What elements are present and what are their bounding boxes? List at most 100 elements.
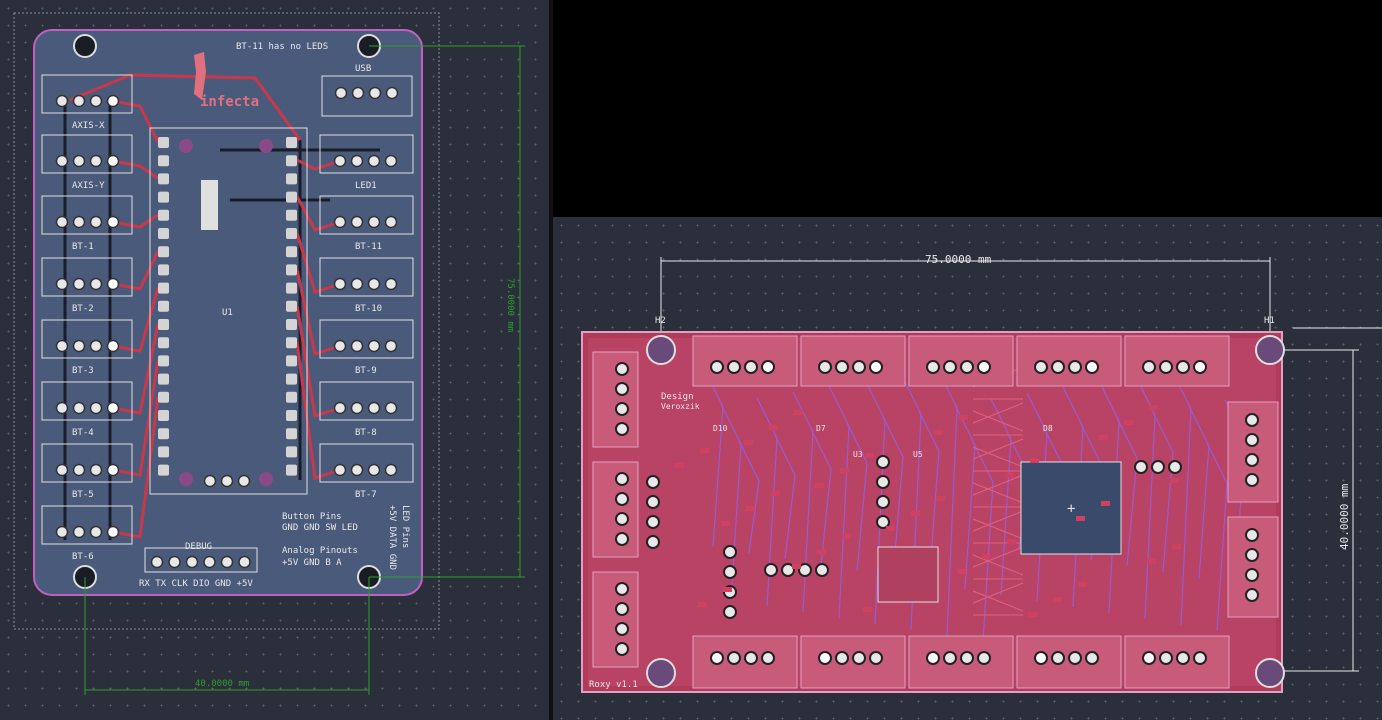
mounting-hole-tl[interactable] xyxy=(73,34,97,58)
connector-pin xyxy=(333,339,347,353)
bus-trace xyxy=(972,510,1024,532)
usb-label: USB xyxy=(355,64,371,74)
smd-component xyxy=(771,491,780,496)
board-name: Roxy v1.1 xyxy=(589,680,638,690)
front-trace xyxy=(112,99,160,143)
connector-pin xyxy=(1245,548,1259,562)
mcu-bottom-pin xyxy=(237,474,251,488)
left-pcb-canvas[interactable]: AXIS-XAXIS-YBT-1BT-2BT-3BT-4BT-5BT-6LED1… xyxy=(0,0,549,720)
connector-pin xyxy=(1034,360,1048,374)
smd-component xyxy=(957,569,966,574)
mcu-pin-left xyxy=(158,264,169,276)
mcu-footprint[interactable] xyxy=(149,127,308,495)
connector-pin xyxy=(333,463,347,477)
connector-pin xyxy=(333,277,347,291)
smd-component xyxy=(936,496,945,501)
mcu-pin-right xyxy=(286,428,297,440)
connector-pin xyxy=(1245,413,1259,427)
hole-bl[interactable] xyxy=(646,658,676,688)
connector-pin xyxy=(869,651,883,665)
connector-left-label: BT-5 xyxy=(72,490,94,500)
connector-right xyxy=(319,134,414,174)
connector-pin xyxy=(710,360,724,374)
connector-pin xyxy=(350,277,364,291)
connector-pin xyxy=(744,360,758,374)
signal-trace xyxy=(846,422,868,572)
connector-pin xyxy=(55,277,69,291)
connector-pin xyxy=(72,277,86,291)
right-pcb-canvas[interactable]: 75.0000 mm 40.0000 mm + H2 H1 Roxy v1.1 … xyxy=(553,217,1382,720)
mcu-qfp[interactable] xyxy=(1020,461,1122,555)
smd-component xyxy=(1099,435,1108,440)
connector-left xyxy=(41,74,133,114)
button-pins-desc: GND GND SW LED xyxy=(282,523,358,533)
connector-right-label: BT-10 xyxy=(355,304,382,314)
led-pins-desc: +5V DATA GND xyxy=(387,505,397,570)
connector-pin xyxy=(761,651,775,665)
connector-right-label: BT-11 xyxy=(355,242,382,252)
connector-pin xyxy=(1245,433,1259,447)
connector-left-label: BT-6 xyxy=(72,552,94,562)
connector-pin xyxy=(367,339,381,353)
smd-component xyxy=(721,521,730,526)
connector-pin xyxy=(72,463,86,477)
header-pin xyxy=(646,495,660,509)
connector-left xyxy=(41,505,133,545)
connector-pin xyxy=(926,360,940,374)
mcu-pin-left xyxy=(158,155,169,167)
front-trace xyxy=(112,323,160,415)
hole-br[interactable] xyxy=(1255,658,1285,688)
connector-pin xyxy=(72,154,86,168)
mcu-mount-hole xyxy=(259,472,273,486)
connector-pin xyxy=(926,651,940,665)
bus-trace xyxy=(972,546,1024,568)
mcu-pin-right xyxy=(286,300,297,312)
header-pin xyxy=(723,565,737,579)
mcu-bottom-pin xyxy=(220,474,234,488)
smd-component xyxy=(746,506,755,511)
header-pin xyxy=(1151,460,1165,474)
board-bounding-box xyxy=(13,12,440,630)
connector-pin xyxy=(55,401,69,415)
connector-pin xyxy=(55,463,69,477)
smd-component xyxy=(1076,516,1085,521)
designator-label: D10 xyxy=(713,424,728,433)
mcu-pin-right xyxy=(286,410,297,421)
connector-pin xyxy=(1142,360,1156,374)
header-pin xyxy=(815,563,829,577)
hole-h2-label: H2 xyxy=(655,316,666,326)
mcu-mount-hole xyxy=(179,472,193,486)
mcu-label: U1 xyxy=(222,308,233,318)
debug-header[interactable] xyxy=(144,547,258,573)
connector-pin xyxy=(106,277,120,291)
mcu-mount-hole xyxy=(259,139,273,153)
bus-trace xyxy=(972,554,1024,576)
connector-pin xyxy=(1245,568,1259,582)
debug-pin xyxy=(185,555,199,569)
hole-h2[interactable] xyxy=(646,335,676,365)
hole-h1[interactable] xyxy=(1255,335,1285,365)
smd-component xyxy=(1028,612,1037,617)
bus-trace xyxy=(972,438,1024,460)
smd-component xyxy=(698,602,707,607)
mcu-pin-left xyxy=(158,282,169,294)
connector-pin xyxy=(384,215,398,229)
connector-pin xyxy=(333,401,347,415)
mcu-pin-right xyxy=(286,209,297,221)
connector-pin xyxy=(1245,528,1259,542)
connector-pin xyxy=(615,622,629,636)
connector-pin xyxy=(89,154,103,168)
connector-pin xyxy=(106,525,120,539)
connector-pin xyxy=(1051,651,1065,665)
mcu-pin-left xyxy=(158,319,169,330)
mcu-pin-left xyxy=(158,191,169,203)
right-pcb-view[interactable]: 75.0000 mm 40.0000 mm + H2 H1 Roxy v1.1 … xyxy=(553,217,1382,720)
usb-connector xyxy=(321,75,413,117)
smd-component xyxy=(886,526,895,531)
smd-component xyxy=(982,554,991,559)
mcu-pin-left xyxy=(158,428,169,440)
bus-trace xyxy=(972,518,1024,540)
mcu-pin-right xyxy=(286,282,297,294)
